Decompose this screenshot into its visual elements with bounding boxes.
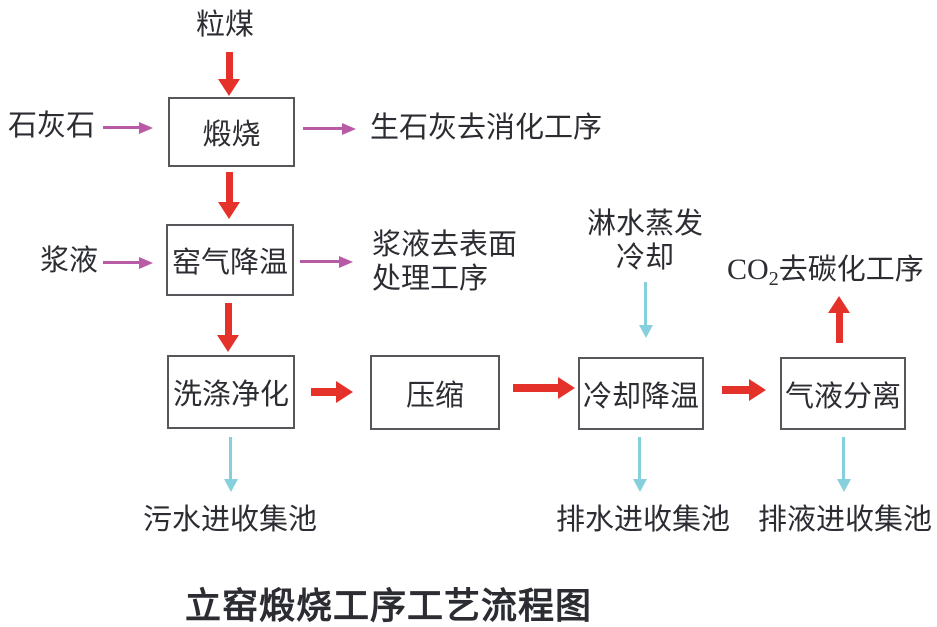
arrow-slurry-to-kiln-gas-cooling [103,256,153,269]
arrow-washing-to-sewage [223,437,238,492]
arrow-head [217,335,239,352]
slurry-surface-line2: 处理工序 [372,262,489,295]
process-box-washing-purification: 洗涤净化 [167,355,295,429]
arrow-head [828,296,850,313]
arrow-calcination-to-kiln-gas-cooling [218,172,240,219]
arrow-separation-to-co2 [828,296,850,343]
limestone-label: 石灰石 [8,110,96,142]
arrow-shaft [644,282,647,325]
arrow-head [749,379,766,401]
arrow-shaft [722,386,749,394]
arrow-shaft [225,52,233,79]
spray-cooling-label: 淋水蒸发 冷却 [575,208,715,275]
arrow-shaft [224,303,232,335]
arrow-head [836,479,851,492]
spray-cooling-line2: 冷却 [615,241,674,274]
process-box-compression: 压缩 [370,355,500,430]
arrow-head [218,79,240,96]
arrow-shaft [303,127,342,130]
arrow-shaft [103,126,139,129]
arrow-head [558,377,575,399]
process-box-cooling: 冷却降温 [578,357,704,430]
process-box-kiln-gas-cooling: 窑气降温 [166,224,294,296]
arrow-shaft [835,313,843,343]
arrow-shaft [103,261,139,264]
arrow-cooling-to-separation [722,379,766,401]
arrow-shaft [311,388,336,396]
arrow-spray-to-cooling [638,282,653,338]
process-box-gas-liquid-separation: 气液分离 [780,357,906,430]
arrow-compression-to-cooling [513,377,575,399]
co2-subscript: 2 [768,268,779,290]
arrow-kiln-gas-cooling-to-washing [217,303,239,352]
co2-suffix-text: 去碳化工序 [778,254,924,286]
arrow-head [139,121,153,134]
arrow-kiln-gas-cooling-to-slurry-surface [300,255,353,268]
arrow-head [139,256,153,269]
slurry-surface-output-label: 浆液去表面 处理工序 [372,229,517,296]
spray-cooling-line1: 淋水蒸发 [586,208,703,240]
drain-water-collection-label: 排水进收集池 [556,504,731,536]
arrow-head [223,479,238,492]
co2-formula-text: CO [727,253,769,286]
slurry-surface-line1: 浆液去表面 [372,229,518,261]
arrow-separation-to-drain-liquid [836,437,851,492]
co2-output-label: CO2去碳化工序 [727,253,924,291]
slurry-label: 浆液 [40,245,99,277]
arrow-head [632,479,647,492]
process-box-calcination: 煅烧 [168,97,295,167]
arrow-head [218,202,240,219]
drain-liquid-collection-label: 排液进收集池 [758,504,933,536]
arrow-limestone-to-calcination [103,121,153,134]
arrow-calcination-to-quicklime [303,122,356,135]
arrow-washing-to-compression [311,381,353,403]
quicklime-output-label: 生石灰去消化工序 [370,112,603,144]
arrow-shaft [300,260,339,263]
arrow-cooling-to-drain-water [632,437,647,492]
arrow-shaft [638,437,641,479]
sewage-collection-label: 污水进收集池 [143,504,318,536]
arrow-shaft [842,437,845,479]
arrow-shaft [225,172,233,202]
coal-label: 粒煤 [196,9,255,41]
arrow-head [339,255,353,268]
arrow-shaft [229,437,232,479]
arrow-coal-to-calcination [218,52,240,96]
arrow-head [336,381,353,403]
arrow-shaft [513,384,558,392]
diagram-title: 立窑煅烧工序工艺流程图 [185,586,593,626]
arrow-head [638,325,653,338]
arrow-head [342,122,356,135]
